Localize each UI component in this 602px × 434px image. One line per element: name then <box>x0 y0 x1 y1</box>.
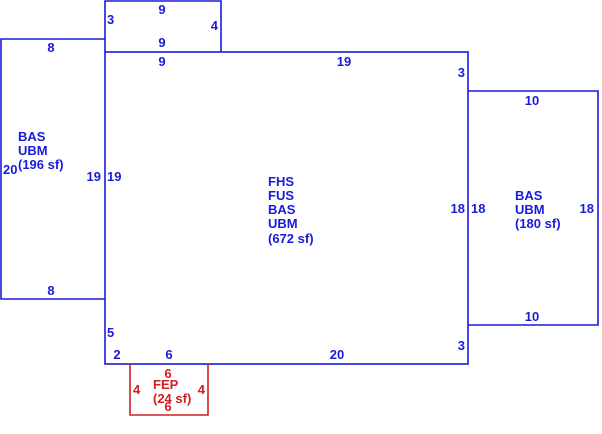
center-label-line-3: BAS <box>268 202 296 217</box>
right-dim-left: 18 <box>471 201 485 216</box>
left-label-line-1: BAS <box>18 129 46 144</box>
porch-dim-left: 4 <box>133 382 141 397</box>
bump-dim-top: 9 <box>158 2 165 17</box>
top-bump: 9 9 3 4 <box>107 2 219 50</box>
porch-dim-bottom: 6 <box>164 399 171 414</box>
porch-outline <box>129 364 209 416</box>
left-section-outline <box>0 38 105 300</box>
center-section-outline <box>104 51 469 365</box>
center-dim-bottom-left-side: 5 <box>107 325 114 340</box>
porch-dim-top: 6 <box>164 366 171 381</box>
left-dim-right: 19 <box>87 169 101 184</box>
bump-dim-bottom: 9 <box>158 35 165 50</box>
right-dim-bottom: 10 <box>525 309 539 324</box>
left-dim-bottom: 8 <box>47 283 54 298</box>
center-section: 9 19 19 3 18 3 5 2 6 20 FHS FUS BAS UBM … <box>107 54 465 362</box>
left-dim-left: 20 <box>3 162 17 177</box>
bump-dim-left: 3 <box>107 12 114 27</box>
center-label-line-2: FUS <box>268 188 294 203</box>
center-dim-left: 19 <box>107 169 121 184</box>
center-dim-top: 19 <box>337 54 351 69</box>
porch-section: 6 6 4 4 FEP (24 sf) <box>133 366 206 414</box>
left-dim-top: 8 <box>47 40 54 55</box>
center-dim-right-top: 3 <box>458 65 465 80</box>
center-dim-bottom: 20 <box>330 347 344 362</box>
right-section: 10 10 18 18 BAS UBM (180 sf) <box>471 93 594 324</box>
center-dim-right: 18 <box>451 201 465 216</box>
center-label-line-5: (672 sf) <box>268 231 314 246</box>
right-label-line-1: BAS <box>515 188 543 203</box>
left-label-line-3: (196 sf) <box>18 157 64 172</box>
right-dim-right: 18 <box>580 201 594 216</box>
center-label-line-1: FHS <box>268 174 294 189</box>
porch-dim-right: 4 <box>198 382 206 397</box>
porch-label-line-2: (24 sf) <box>153 391 191 406</box>
main-structure <box>0 0 599 365</box>
center-label-line-4: UBM <box>268 216 298 231</box>
center-dim-bottom-mid: 6 <box>165 347 172 362</box>
porch-label-line-1: FEP <box>153 377 179 392</box>
center-dim-right-bottom: 3 <box>458 338 465 353</box>
right-label-line-3: (180 sf) <box>515 216 561 231</box>
center-dim-top-left: 9 <box>158 54 165 69</box>
center-dim-bottom-small: 2 <box>113 347 120 362</box>
bump-dim-right: 4 <box>211 18 219 33</box>
top-bump-outline <box>104 0 222 52</box>
right-label-line-2: UBM <box>515 202 545 217</box>
left-label-line-2: UBM <box>18 143 48 158</box>
right-dim-top: 10 <box>525 93 539 108</box>
right-section-outline <box>468 90 599 326</box>
left-section: 8 8 20 19 BAS UBM (196 sf) <box>3 40 101 298</box>
